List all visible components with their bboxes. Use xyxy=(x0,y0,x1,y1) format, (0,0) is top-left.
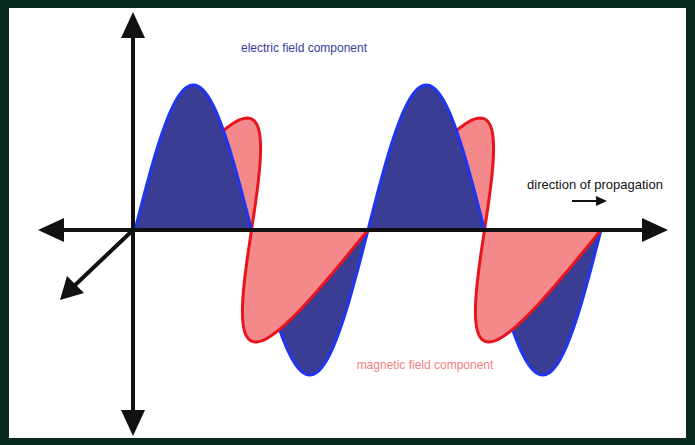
axes xyxy=(38,12,668,436)
arrowhead xyxy=(121,410,145,436)
electric-wave xyxy=(368,85,485,230)
magnetic-field-label: magnetic field component xyxy=(355,359,496,373)
arrowhead xyxy=(60,276,84,300)
panel xyxy=(9,8,686,438)
propagation-label: direction of propagation xyxy=(525,178,665,193)
depth-axis xyxy=(72,230,133,288)
arrowhead xyxy=(121,12,145,38)
electric-wave xyxy=(135,85,252,230)
magnetic-wave xyxy=(242,230,368,342)
arrowhead xyxy=(38,218,64,242)
vertical-axis xyxy=(131,30,135,418)
arrowhead xyxy=(642,218,668,242)
horizontal-axis xyxy=(56,228,650,232)
magnetic-wave xyxy=(475,230,601,342)
electric-field-label: electric field component xyxy=(239,42,369,56)
propagation-arrow xyxy=(572,196,607,206)
